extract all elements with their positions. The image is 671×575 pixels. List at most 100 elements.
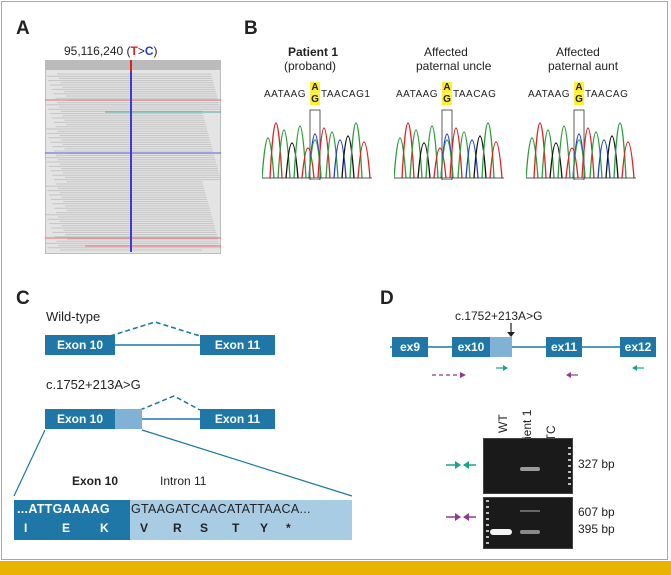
trace-peak	[473, 135, 487, 179]
wildtype-label: Wild-type	[46, 309, 101, 324]
trace-peak	[277, 129, 291, 179]
amino-acid-intron: T	[232, 521, 240, 535]
intron-sequence-block	[130, 500, 352, 540]
exon-map-d	[390, 323, 650, 378]
wt-exon-11: Exon 11	[200, 335, 275, 355]
exon-box-ex10-extension	[490, 337, 512, 357]
trace-peak	[317, 127, 331, 179]
paren-open: (	[126, 44, 131, 58]
trace-peak	[333, 139, 347, 179]
variant-base-a: A	[310, 82, 320, 93]
teal-primer-arrows	[446, 461, 476, 469]
trace-peak	[465, 139, 479, 179]
trace-title: Patient 1	[288, 45, 339, 59]
exon-box-ex10: ex10	[452, 337, 490, 357]
seq-right: TAACAG	[453, 89, 497, 100]
panel-label-a: A	[16, 18, 30, 39]
mut-exon-11: Exon 11	[200, 409, 275, 429]
trace-peak	[269, 122, 283, 179]
trace-peak	[541, 129, 555, 179]
trace-peak	[489, 141, 503, 179]
mutant-splicing-diagram	[139, 395, 201, 420]
trace-peak	[572, 139, 586, 179]
trace-peak	[533, 122, 547, 179]
trace-plot	[394, 109, 504, 180]
intron-nucleotides: GTAAGATCAACATATTAACA...	[131, 502, 311, 516]
trace-peak	[565, 147, 579, 179]
exon-box-ex11: ex11	[546, 337, 582, 357]
exon-nucleotides: ...ATTGAAAAG	[17, 502, 110, 516]
trace-peak	[449, 127, 463, 179]
trace-peak	[457, 131, 471, 179]
variant-base-a: A	[442, 82, 452, 93]
trace-peak	[301, 147, 315, 179]
trace-title: Affected	[556, 45, 600, 59]
band-label-327: 327 bp	[578, 457, 615, 471]
seq-left: AATAAG	[264, 89, 307, 100]
amino-acid-intron: S	[200, 521, 209, 535]
trace-peak	[357, 141, 371, 179]
wt-exon-10: Exon 10	[45, 335, 115, 355]
trace-peak	[293, 125, 307, 179]
gel-band-wt-395	[490, 529, 512, 535]
trace-peak	[597, 139, 611, 179]
gel-band-patient-327	[520, 467, 540, 471]
trace-peak	[394, 137, 407, 179]
allele-sep: >	[137, 44, 145, 58]
trace-peak	[440, 139, 454, 179]
trace-peak	[605, 135, 619, 179]
gel-image-327	[483, 438, 573, 494]
trace-peak	[401, 122, 415, 179]
gel-image-607-395	[483, 497, 573, 549]
trace-subtitle: paternal uncle	[416, 59, 492, 73]
trace-plot	[526, 109, 636, 180]
trace-peak	[417, 142, 431, 179]
trace-plot	[262, 109, 372, 180]
trace-peak	[325, 131, 339, 179]
amino-acid-intron: Y	[260, 521, 269, 535]
trace-peak	[481, 122, 495, 179]
amino-acid-exon: K	[100, 521, 109, 535]
panel-label-d: D	[380, 288, 394, 309]
igv-alignment-view	[45, 60, 221, 254]
exon-box-ex12: ex12	[620, 337, 656, 357]
variant-position: 95,116,240 (T>C)	[64, 44, 158, 58]
mutant-label: c.1752+213A>G	[46, 377, 141, 392]
trace-peak	[425, 125, 439, 179]
amino-acid-exon: E	[62, 521, 71, 535]
gel-ladder-1	[568, 447, 571, 487]
seq-right: TAACAG	[585, 89, 629, 100]
trace-subtitle: paternal aunt	[548, 59, 619, 73]
trace-peak	[621, 141, 635, 179]
purple-primer-arrows	[446, 513, 476, 521]
panel-label-b: B	[244, 18, 258, 39]
intron-11-caption: Intron 11	[160, 474, 207, 488]
mut-exon-10: Exon 10	[45, 409, 115, 429]
seq-right: TAACAG1	[321, 89, 371, 100]
alt-allele: C	[144, 44, 154, 58]
trace-peak	[262, 137, 275, 179]
trace-subtitle: (proband)	[284, 59, 337, 73]
trace-peak	[285, 142, 299, 179]
trace-peak	[409, 129, 423, 179]
trace-peak	[613, 122, 627, 179]
band-label-395: 395 bp	[578, 522, 615, 536]
amino-acid-exon: I	[24, 521, 28, 535]
gel-band-patient-395	[520, 530, 540, 534]
panel-label-c: C	[16, 288, 30, 309]
seq-left: AATAAG	[528, 89, 571, 100]
paren-close: )	[153, 44, 158, 58]
amino-acid-intron: R	[173, 521, 182, 535]
footer-bar	[0, 561, 671, 575]
trace-peak	[341, 135, 355, 179]
variant-base-g: G	[442, 94, 452, 105]
pseudoexon-region	[115, 409, 142, 429]
trace-peak	[557, 125, 571, 179]
trace-title: Affected	[424, 45, 468, 59]
wildtype-splicing-diagram	[109, 321, 201, 346]
seq-left: AATAAG	[396, 89, 439, 100]
variant-base-g: G	[574, 94, 584, 105]
exon-sequence-block	[14, 500, 130, 540]
zoom-lines	[13, 429, 353, 497]
ref-allele: T	[130, 44, 138, 58]
